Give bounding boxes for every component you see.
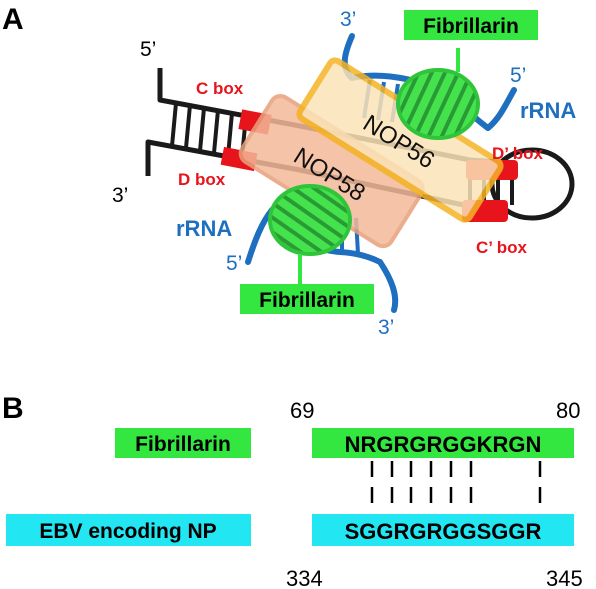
fibrillarin-label-bg (115, 428, 251, 458)
fibrillarin-seq-bg (312, 428, 574, 458)
d-prime-box-label: D’ box (492, 144, 544, 163)
rrna-top-right-strand (485, 87, 517, 131)
fibrillarin-bottom-label: Fibrillarin (259, 289, 355, 312)
rrna-bottom-5prime-label: 5’ (226, 252, 242, 275)
fibrillarin-start-number: 69 (290, 398, 314, 423)
snorna-5prime-label: 5’ (140, 38, 156, 61)
rrna-bottom-3prime-label: 3’ (378, 316, 394, 339)
ebv-seq-bg (312, 514, 574, 546)
fibrillarin-name: Fibrillarin (135, 433, 231, 456)
fibrillarin-top-shape (396, 68, 480, 140)
fibrillarin-top-label: Fibrillarin (423, 15, 519, 38)
fibrillarin-end-number: 80 (556, 398, 580, 423)
ebv-name: EBV encoding NP (39, 520, 216, 543)
rrna-top-label: rRNA (520, 98, 576, 123)
rrna-top-5prime-label: 5’ (510, 64, 526, 87)
d-box-label: D box (178, 170, 226, 189)
c-prime-box-label: C’ box (476, 238, 528, 257)
ebv-label-bg (6, 514, 251, 546)
c-box-label: C box (196, 79, 244, 98)
ebv-start-number: 334 (286, 566, 323, 589)
fibrillarin-top-label-bg (404, 10, 538, 40)
rrna-bottom-right-strand (377, 259, 399, 313)
panel-a-label: A (2, 3, 24, 36)
ebv-end-number: 345 (546, 566, 583, 589)
ebv-sequence: SGGRGRGGSGGR (345, 519, 542, 544)
panel-b-label: B (2, 392, 24, 425)
rrna-top-3prime-label: 3’ (340, 8, 356, 31)
fibrillarin-bottom-shape (268, 184, 352, 256)
fibrillarin-sequence: NRGRGRGGKRGN (345, 432, 542, 457)
snorna-3prime-label: 3’ (112, 184, 128, 207)
fibrillarin-bottom-label-bg (240, 284, 374, 314)
rrna-bottom-label: rRNA (176, 216, 232, 241)
alignment-bars (370, 461, 542, 503)
